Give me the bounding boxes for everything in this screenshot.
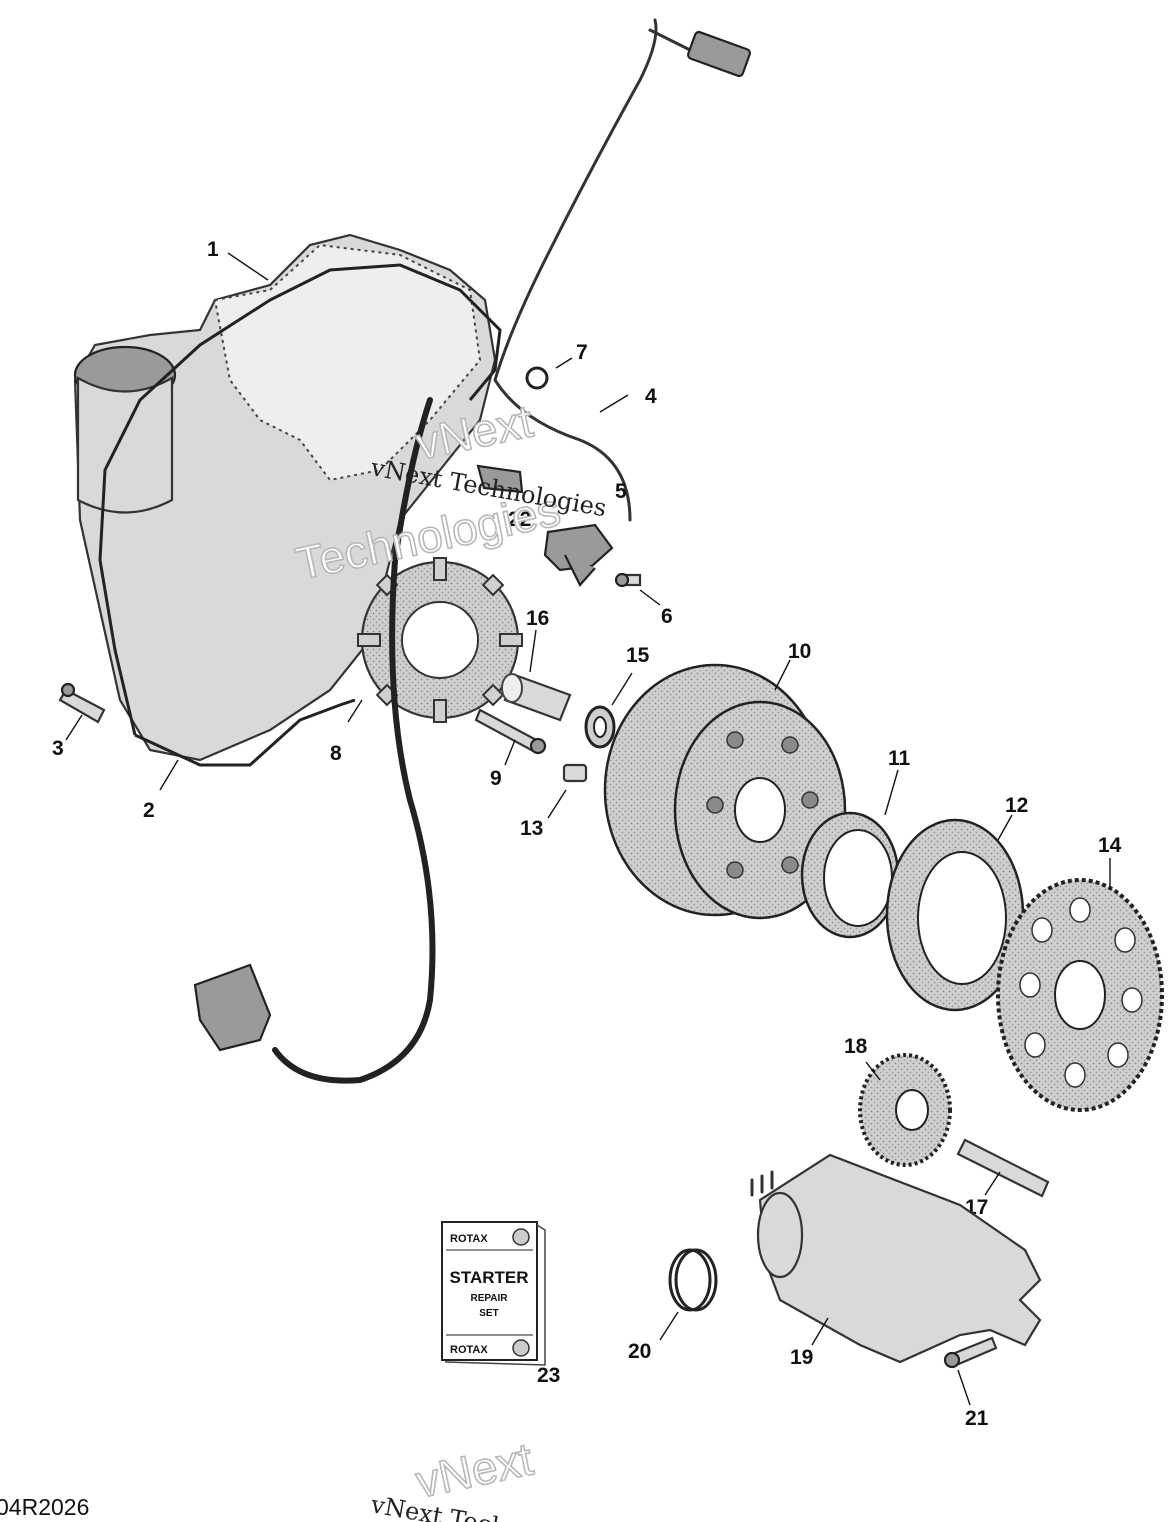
callout-4: 4 [645, 385, 657, 408]
callout-3: 3 [52, 737, 64, 760]
o-ring-part: 20 [628, 1248, 718, 1363]
bearing-ring-part: 11 [800, 747, 911, 939]
screw-part-3: 3 [52, 682, 106, 760]
callout-15: 15 [626, 644, 650, 667]
callout-20: 20 [628, 1340, 651, 1363]
idler-gear-part: 18 [844, 1035, 952, 1167]
gasket-part: 2 [98, 263, 502, 822]
callout-23: 23 [537, 1364, 560, 1387]
kit-title: STARTER [449, 1268, 528, 1287]
flange-part: 12 [885, 794, 1028, 1012]
callout-12: 12 [1005, 794, 1028, 817]
sensor-part: 5 [543, 480, 627, 587]
callout-5: 5 [615, 480, 627, 503]
watermark-large-bottom: vNext [411, 1432, 537, 1507]
callout-18: 18 [844, 1035, 868, 1058]
starter-repair-kit-label: ROTAX STARTER REPAIR SET ROTAX 23 [441, 1221, 560, 1387]
kit-line3: SET [479, 1308, 498, 1319]
wire-harness: 4 [193, 18, 752, 1084]
callout-13: 13 [520, 817, 543, 840]
callout-7: 7 [576, 341, 588, 364]
stator-part: 8 [330, 557, 523, 765]
watermark-lower: vNext Technologies vNext [368, 1432, 609, 1522]
kit-brand-bottom: ROTAX [450, 1344, 488, 1356]
document-code: 04R2026 [0, 1494, 89, 1520]
shaft-pin-part: 17 [956, 1138, 1050, 1219]
bracket-part: 22 [476, 464, 531, 531]
screw-part-6: 6 [614, 572, 673, 628]
sleeve-part: 16 [501, 607, 572, 722]
callout-16: 16 [526, 607, 549, 630]
sprocket-gear-part: 14 [996, 834, 1164, 1112]
callout-11: 11 [888, 747, 911, 770]
callout-22: 22 [508, 508, 531, 531]
magneto-cover-part: 1 [73, 233, 497, 762]
callout-2: 2 [143, 799, 155, 822]
callout-19: 19 [790, 1346, 813, 1369]
callout-9: 9 [490, 767, 502, 790]
callout-6: 6 [661, 605, 673, 628]
nut-part: 13 [520, 763, 588, 840]
screw-part-9: 9 [474, 708, 547, 790]
callout-10: 10 [788, 640, 811, 663]
washer-part-15: 15 [584, 644, 650, 749]
rotax-logo-icon [512, 1228, 530, 1246]
callout-8: 8 [330, 742, 342, 765]
screw-part-21: 21 [943, 1336, 998, 1430]
clip-part: 7 [525, 341, 588, 390]
watermark-small-bottom: vNext Technologies [368, 1490, 609, 1522]
callout-21: 21 [965, 1407, 989, 1430]
callout-14: 14 [1098, 834, 1122, 857]
rotax-logo-icon [512, 1339, 530, 1357]
starter-motor-part: 19 [750, 1153, 1042, 1369]
kit-brand-top: ROTAX [450, 1233, 488, 1245]
callout-1: 1 [207, 238, 219, 261]
kit-line2: REPAIR [470, 1293, 508, 1304]
